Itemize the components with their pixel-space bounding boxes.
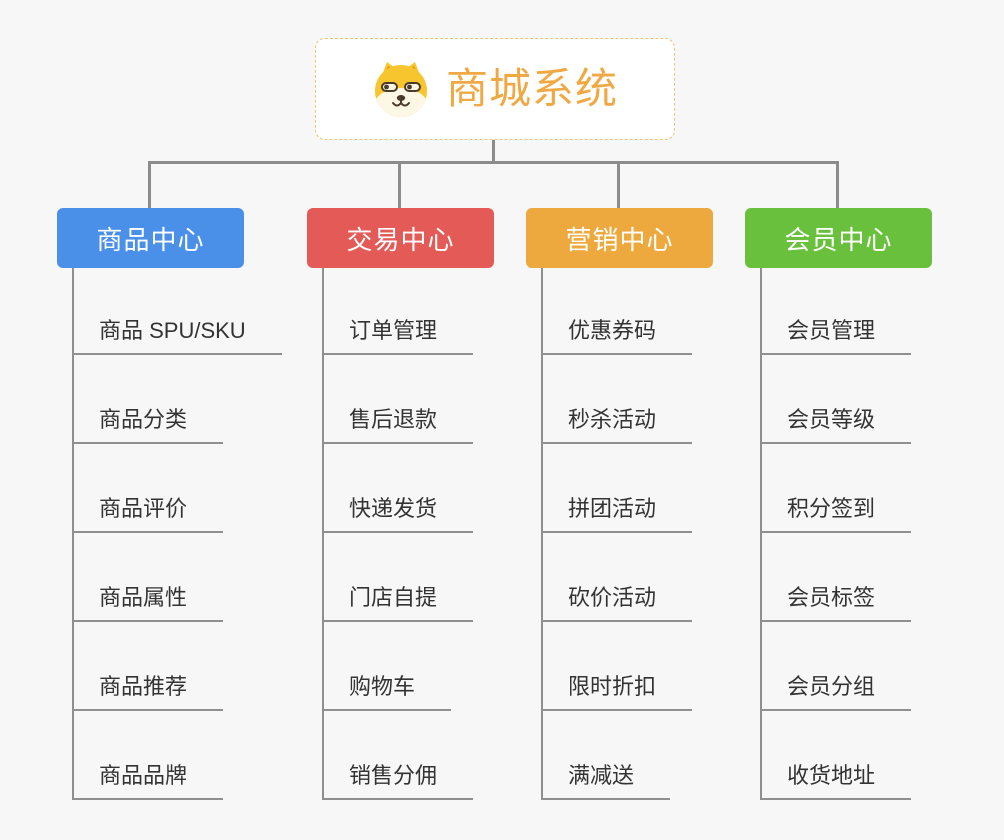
connector-drop-branch-4 <box>836 162 839 208</box>
leaf-node[interactable]: 优惠券码 <box>541 313 693 355</box>
leaf-node[interactable]: 限时折扣 <box>541 669 693 711</box>
leaf-node[interactable]: 商品评价 <box>72 491 224 533</box>
leaf-node[interactable]: 会员标签 <box>760 580 912 622</box>
branch-marketing-center: 营销中心 优惠券码 秒杀活动 拼团活动 砍价活动 限时折扣 满减送 <box>526 208 776 808</box>
connector-bus <box>148 161 839 164</box>
branch-trade-center: 交易中心 订单管理 售后退款 快递发货 门店自提 购物车 销售分佣 <box>307 208 557 808</box>
branch-spine <box>322 268 324 800</box>
leaf-node[interactable]: 会员管理 <box>760 313 912 355</box>
connector-root-drop <box>492 140 495 163</box>
leaf-node[interactable]: 商品属性 <box>72 580 224 622</box>
leaf-node[interactable]: 商品分类 <box>72 402 224 444</box>
leaf-node[interactable]: 积分签到 <box>760 491 912 533</box>
branch-member-center: 会员中心 会员管理 会员等级 积分签到 会员标签 会员分组 收货地址 <box>745 208 995 808</box>
leaf-node[interactable]: 购物车 <box>322 669 452 711</box>
leaf-node[interactable]: 收货地址 <box>760 758 912 800</box>
root-node-mall-system[interactable]: 商城系统 <box>315 38 675 140</box>
leaf-node[interactable]: 拼团活动 <box>541 491 693 533</box>
connector-drop-branch-3 <box>617 162 620 208</box>
branch-header-trade-center[interactable]: 交易中心 <box>307 208 494 268</box>
leaf-node[interactable]: 会员分组 <box>760 669 912 711</box>
leaf-node[interactable]: 砍价活动 <box>541 580 693 622</box>
leaf-node[interactable]: 快递发货 <box>322 491 474 533</box>
branch-header-product-center[interactable]: 商品中心 <box>57 208 244 268</box>
dog-face-icon <box>374 62 427 117</box>
leaf-node[interactable]: 订单管理 <box>322 313 474 355</box>
leaf-node[interactable]: 秒杀活动 <box>541 402 693 444</box>
leaf-node[interactable]: 商品 SPU/SKU <box>72 313 282 355</box>
leaf-node[interactable]: 销售分佣 <box>322 758 474 800</box>
leaf-node[interactable]: 商品推荐 <box>72 669 224 711</box>
leaf-node[interactable]: 售后退款 <box>322 402 474 444</box>
root-title: 商城系统 <box>445 65 618 112</box>
branch-header-marketing-center[interactable]: 营销中心 <box>526 208 713 268</box>
branch-spine <box>72 268 74 800</box>
leaf-node[interactable]: 满减送 <box>541 758 671 800</box>
connector-drop-branch-1 <box>148 162 151 208</box>
branch-spine <box>760 268 762 800</box>
leaf-node[interactable]: 门店自提 <box>322 580 474 622</box>
branch-product-center: 商品中心 商品 SPU/SKU 商品分类 商品评价 商品属性 商品推荐 商品品牌 <box>57 208 307 808</box>
leaf-node[interactable]: 商品品牌 <box>72 758 224 800</box>
branch-header-member-center[interactable]: 会员中心 <box>745 208 932 268</box>
connector-drop-branch-2 <box>398 162 401 208</box>
leaf-node[interactable]: 会员等级 <box>760 402 912 444</box>
branch-spine <box>541 268 543 800</box>
